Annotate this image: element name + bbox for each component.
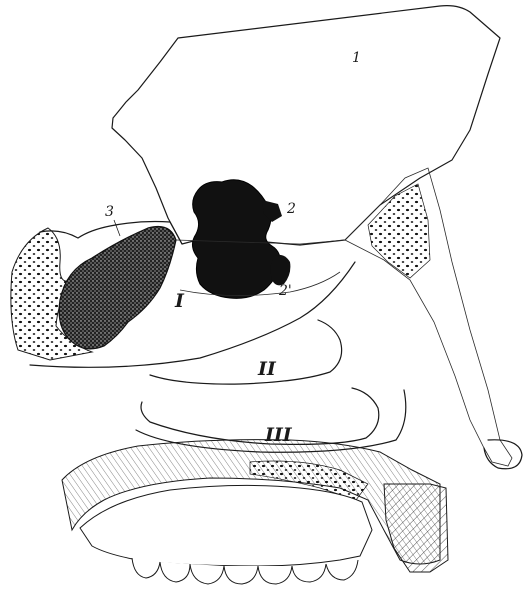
label-2: 2	[286, 201, 296, 217]
turbinate-III	[141, 388, 379, 444]
label-3: 3	[105, 204, 114, 220]
turbinate-II	[150, 320, 342, 384]
label-3-leader	[114, 220, 120, 236]
tooth	[326, 560, 358, 580]
label-1: 1	[352, 50, 361, 66]
upper-sinus-outline	[112, 6, 500, 245]
dark-mass-2	[192, 180, 280, 299]
tooth	[292, 564, 326, 582]
nasal-bone-spongy	[368, 184, 430, 278]
palate-inner	[80, 485, 372, 566]
nasal-bone	[345, 168, 512, 466]
tooth	[224, 566, 258, 584]
label-II: II	[257, 358, 277, 380]
granular-mass-3	[59, 227, 176, 349]
tooth	[190, 564, 224, 584]
tooth	[258, 566, 292, 584]
label-I: I	[174, 290, 185, 312]
label-III: III	[264, 424, 293, 446]
dark-mass-2prime	[270, 255, 290, 285]
label-2-prime: 2'	[278, 283, 292, 299]
lip-block	[384, 484, 448, 572]
tooth	[160, 562, 190, 582]
